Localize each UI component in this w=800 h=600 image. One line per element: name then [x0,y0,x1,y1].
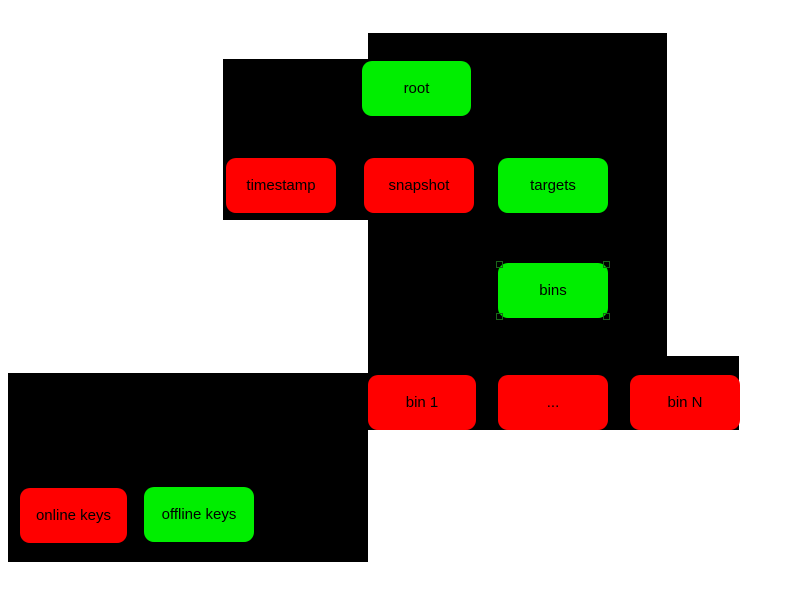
node-bin-ellipsis[interactable]: ... [498,375,608,430]
selection-handle-bl-icon[interactable] [496,313,503,320]
node-targets-label: targets [530,177,576,194]
node-snapshot-label: snapshot [388,177,450,194]
node-snapshot[interactable]: snapshot [364,158,474,213]
node-timestamp[interactable]: timestamp [226,158,336,213]
node-bins-label: bins [539,282,567,299]
node-online-keys-label: online keys [35,507,112,524]
selection-handle-br-icon[interactable] [603,313,610,320]
node-bin-1-label: bin 1 [405,394,439,411]
node-offline-keys[interactable]: offline keys [144,487,254,542]
node-targets[interactable]: targets [498,158,608,213]
node-bin-1[interactable]: bin 1 [368,375,476,430]
selection-handle-tr-icon[interactable] [603,261,610,268]
node-bin-ellipsis-label: ... [546,394,560,411]
node-bins[interactable]: bins [496,261,610,320]
node-root[interactable]: root [362,61,471,116]
node-offline-keys-label: offline keys [161,506,237,523]
selection-handle-tl-icon[interactable] [496,261,503,268]
node-root-label: root [403,80,430,97]
node-online-keys[interactable]: online keys [20,488,127,543]
node-timestamp-label: timestamp [246,177,316,194]
node-bin-n[interactable]: bin N [630,375,740,430]
node-bin-n-label: bin N [667,394,703,411]
